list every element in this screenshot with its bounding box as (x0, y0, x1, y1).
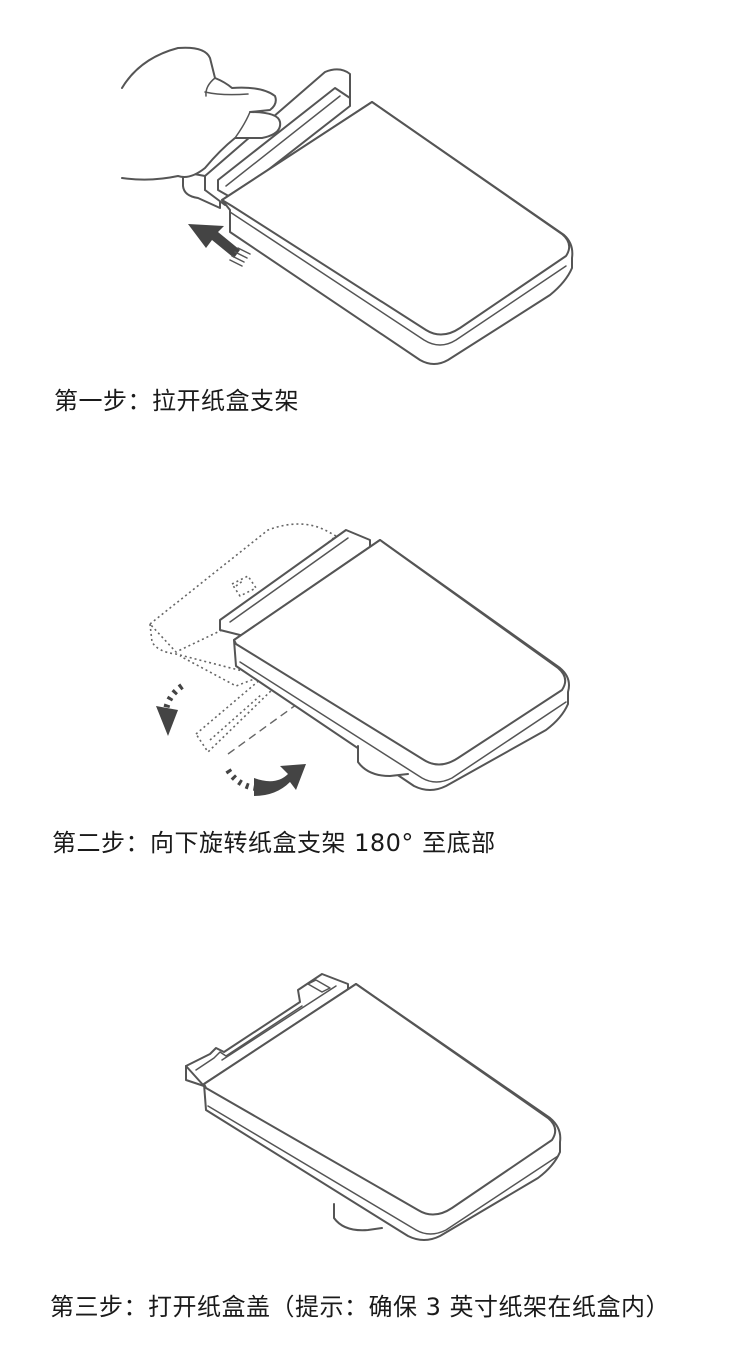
step-2-illustration (149, 523, 570, 796)
step-3-illustration (185, 973, 562, 1241)
step-1-caption: 第一步：拉开纸盒支架 (54, 387, 299, 415)
step-2-caption: 第二步：向下旋转纸盒支架 180° 至底部 (52, 829, 496, 857)
step-2: 第二步：向下旋转纸盒支架 180° 至底部 (0, 440, 750, 880)
step-1: 第一步：拉开纸盒支架 (0, 0, 750, 440)
step-3: 第三步：打开纸盒盖（提示：确保 3 英寸纸架在纸盒内） (0, 880, 750, 1360)
step-3-caption: 第三步：打开纸盒盖（提示：确保 3 英寸纸架在纸盒内） (50, 1293, 671, 1321)
step-1-illustration (121, 46, 574, 365)
